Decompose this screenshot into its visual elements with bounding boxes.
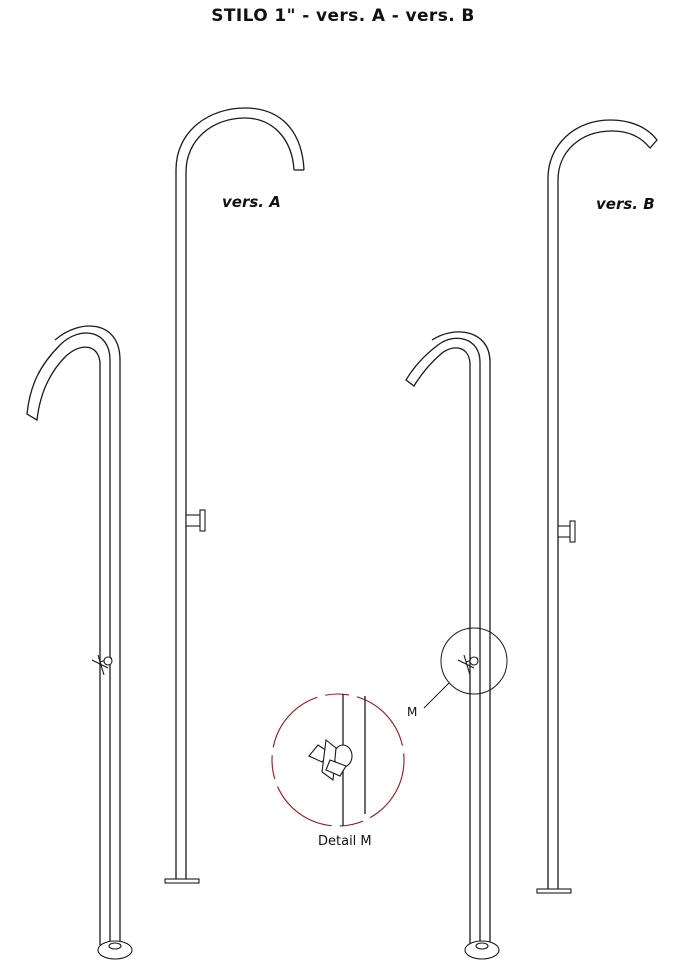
- valve-handle-icon: [185, 509, 206, 532]
- detail-leader-line: [423, 682, 450, 709]
- detail-highlight-circle: [440, 627, 508, 695]
- base-plate: [164, 878, 200, 884]
- shower-left-short: [26, 325, 133, 960]
- shower-vers-a: [164, 107, 305, 884]
- valve-handle-icon: [557, 520, 576, 543]
- detail-m-enlargement: [271, 693, 405, 827]
- valve-handle-icon: [308, 738, 353, 782]
- drawing-title: STILO 1" - vers. A - vers. B: [211, 6, 475, 26]
- base-plate: [536, 888, 572, 894]
- detail-marker-label: M: [407, 705, 418, 719]
- detail-caption: Detail M: [318, 834, 372, 849]
- valve-handle-icon: [91, 654, 113, 676]
- valve-handle-icon: [457, 654, 479, 676]
- version-b-label: vers. B: [596, 195, 655, 213]
- shower-vers-b: [536, 119, 658, 894]
- version-a-label: vers. A: [222, 193, 281, 211]
- base-plate: [97, 940, 133, 960]
- base-plate: [464, 940, 500, 960]
- shower-center-short: [405, 331, 508, 960]
